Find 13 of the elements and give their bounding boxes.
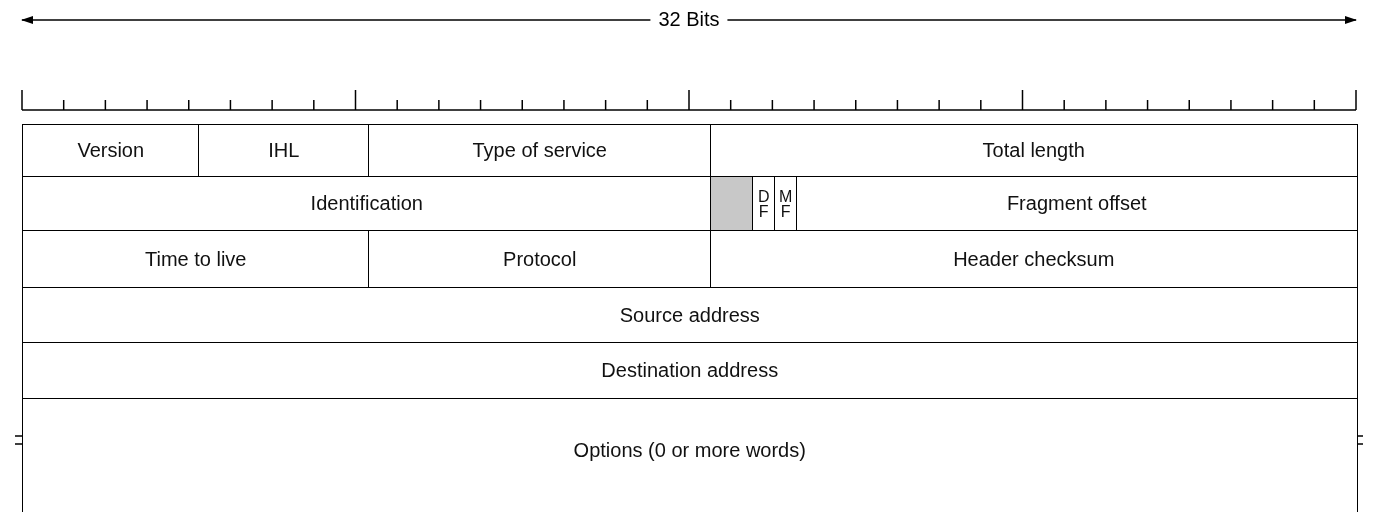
header-field: Protocol (368, 230, 712, 289)
header-field: Options (0 or more words) (22, 398, 1358, 512)
header-field: Source address (22, 287, 1358, 344)
header-field: Fragment offset (796, 176, 1358, 232)
header-field: Identification (22, 176, 712, 232)
header-field: Type of service (368, 124, 712, 178)
header-field: Header checksum (710, 230, 1358, 289)
shaded-field (710, 176, 754, 232)
header-field: Version (22, 124, 200, 178)
header-field: Time to live (22, 230, 370, 289)
header-field: Destination address (22, 342, 1358, 400)
header-field: Total length (710, 124, 1358, 178)
header-field: IHL (198, 124, 370, 178)
